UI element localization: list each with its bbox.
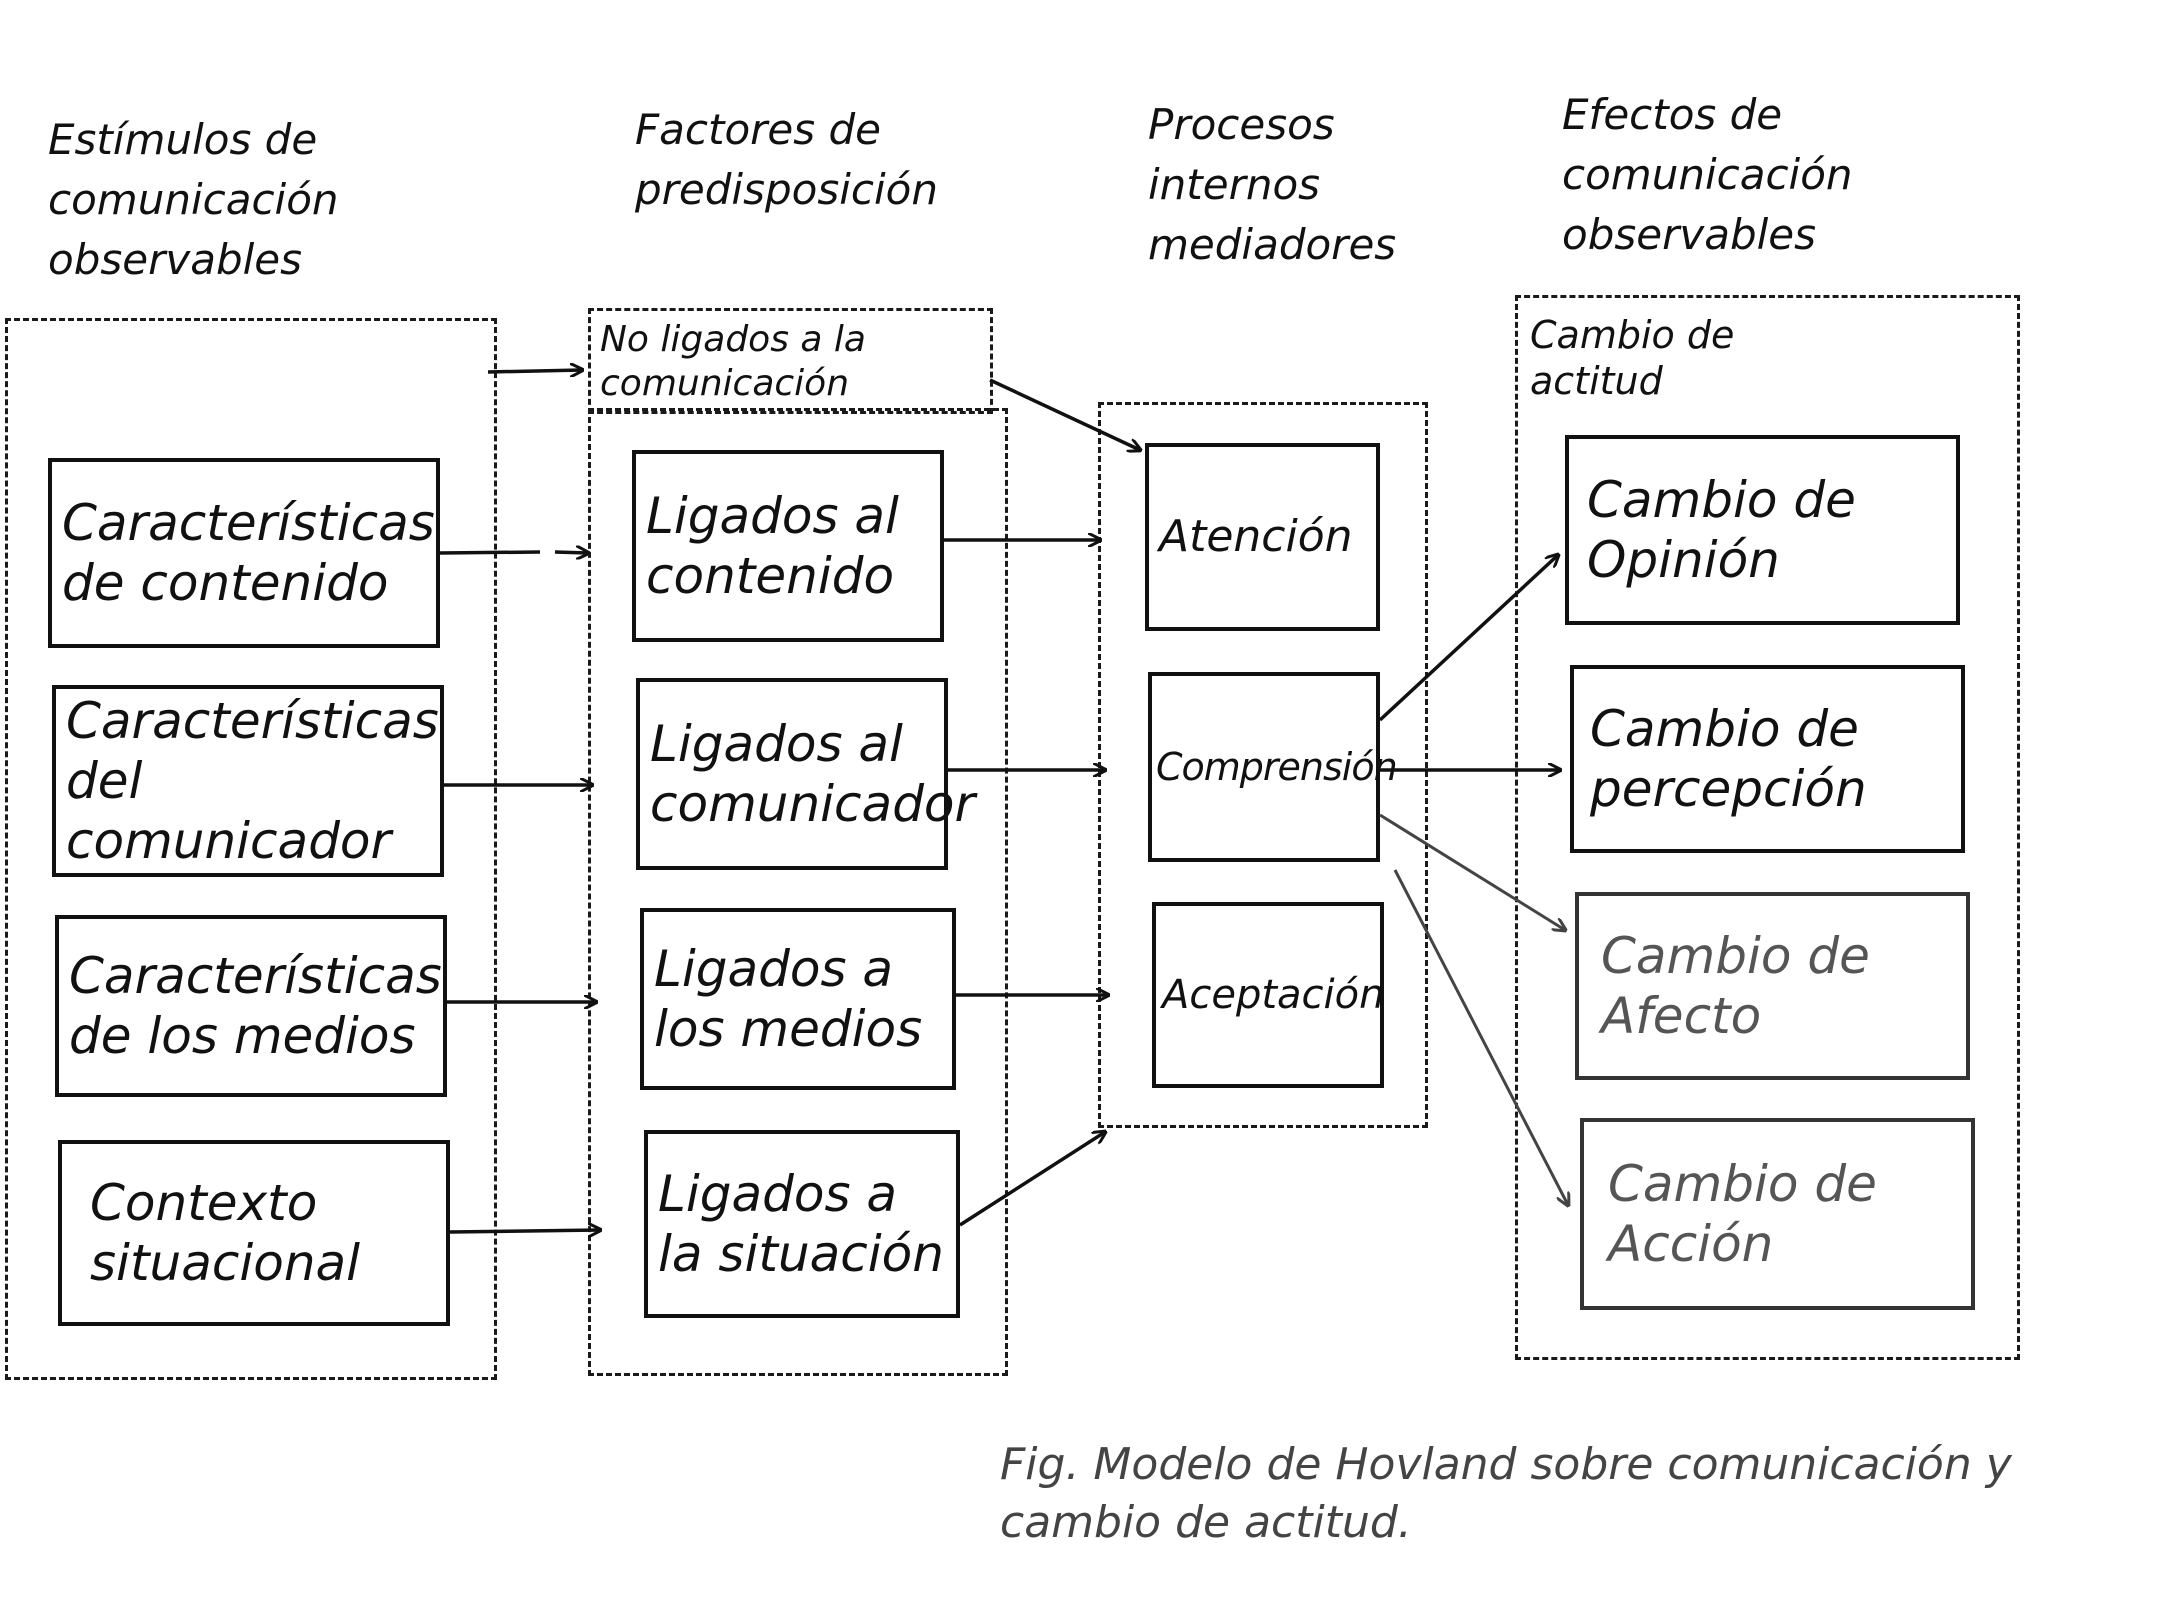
heading-stimuli: Estímulos de comunicación observables: [48, 115, 339, 284]
effect-box-affect-label: Cambio de Afecto: [1601, 927, 1870, 1045]
arrow-comprehension-to-affect: [1379, 813, 1565, 930]
heading-processes: Procesos internos mediadores: [1148, 100, 1397, 269]
stimulus-box-context: Contexto situacional: [58, 1140, 450, 1326]
arrow-content-to-pred: [439, 550, 541, 555]
stimuli-group: [5, 318, 497, 1380]
process-box-attention: Atención: [1145, 443, 1380, 631]
effect-box-opinion: Cambio de Opinión: [1565, 435, 1960, 625]
process-box-acceptance-label: Aceptación: [1162, 972, 1385, 1018]
predisposition-box-content: Ligados al contenido: [632, 450, 944, 642]
stimulus-box-content: Características de contenido: [48, 458, 440, 648]
not-linked-group: [588, 308, 993, 414]
arrow-comprehension-to-opinion: [1378, 555, 1558, 722]
arrow-not-linked-to-attention: [989, 378, 1140, 450]
predisposition-box-situation-label: Ligados a la situación: [658, 1165, 944, 1283]
arrow-stimuli-to-not-linked: [487, 370, 582, 372]
process-box-attention-label: Atención: [1159, 511, 1353, 562]
arrow-content-to-pred-tip: [554, 552, 588, 553]
stimulus-box-media: Características de los medios: [55, 915, 447, 1097]
predisposition-box-situation: Ligados a la situación: [644, 1130, 960, 1318]
process-box-comprehension: Comprensión: [1148, 672, 1398, 862]
stimulus-box-content-label: Características de contenido: [62, 494, 435, 612]
effect-box-opinion-label: Cambio de Opinión: [1587, 471, 1856, 589]
heading-predisposition: Factores de predisposición: [635, 105, 938, 214]
effect-box-action: Cambio de Acción: [1580, 1118, 1975, 1310]
arrow-context-to-pred: [449, 1230, 600, 1232]
stimulus-box-context-label: Contexto situacional: [90, 1174, 361, 1292]
heading-effects: Efectos de comunicación observables: [1562, 90, 1853, 259]
effect-box-perception: Cambio de percepción: [1570, 665, 1965, 853]
stimulus-box-communicator: Características del comunicador: [52, 685, 444, 877]
predisposition-box-communicator-label: Ligados al comunicador: [650, 715, 976, 833]
predisposition-box-media-label: Ligados a los medios: [654, 940, 923, 1058]
effect-box-perception-label: Cambio de percepción: [1590, 700, 1867, 818]
process-box-acceptance: Aceptación: [1152, 902, 1384, 1088]
predisposition-group: [588, 408, 1008, 1376]
figure-caption: Fig. Modelo de Hovland sobre comunicació…: [1000, 1439, 2012, 1548]
predisposition-box-media: Ligados a los medios: [640, 908, 956, 1090]
process-box-comprehension-label: Comprensión: [1156, 745, 1398, 789]
effect-box-affect: Cambio de Afecto: [1575, 892, 1970, 1080]
arrow-processes-to-action: [1393, 869, 1568, 1205]
stimulus-box-media-label: Características de los medios: [69, 947, 442, 1065]
predisposition-box-content-label: Ligados al contenido: [646, 487, 899, 605]
arrow-pred-situation-to-processes: [959, 1132, 1105, 1227]
predisposition-box-communicator: Ligados al comunicador: [636, 678, 975, 870]
effect-box-action-label: Cambio de Acción: [1608, 1155, 1877, 1273]
stimulus-box-communicator-label: Características del comunicador: [66, 692, 439, 870]
not-linked-label: No ligados a la comunicación: [600, 319, 866, 404]
effects-group: [1515, 295, 2020, 1360]
attitude-change-label: Cambio de actitud: [1530, 313, 1735, 403]
